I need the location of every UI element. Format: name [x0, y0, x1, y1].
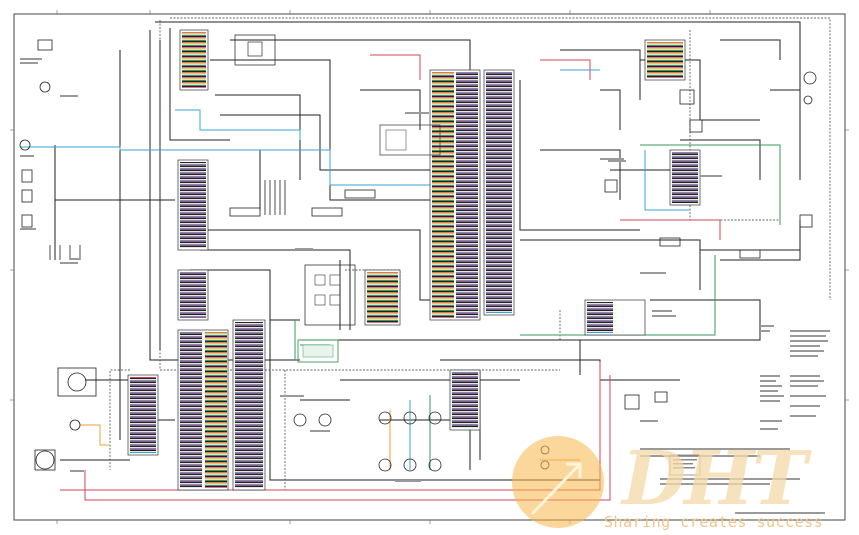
switch-left-b: [21, 189, 33, 203]
sensor-right-top: [803, 71, 817, 85]
connector-left-low: [177, 329, 229, 491]
connector-right-mid: [584, 299, 646, 336]
relay-right2: [689, 119, 703, 133]
battery: [34, 449, 56, 471]
connector-blocks: [127, 29, 701, 491]
connector-center-right: [483, 69, 515, 316]
connector-ecm-label: [379, 124, 441, 156]
connector-left-low2: [232, 319, 266, 491]
notes-box: [669, 454, 701, 476]
switch-mid-c: [311, 207, 343, 217]
connector-right-top: [644, 39, 686, 81]
switch-mid-e: [739, 249, 761, 259]
sensor-circle-left: [19, 139, 31, 151]
connector-lower-center: [449, 369, 481, 431]
alternator-box: [57, 367, 97, 397]
alternator: [67, 372, 87, 392]
connector-left-tall: [177, 159, 209, 251]
relay-right: [679, 89, 695, 105]
switch-mid-d: [659, 237, 681, 247]
notes-box-lines: [673, 459, 697, 469]
injector-sensors: [293, 411, 442, 472]
pump-right: [799, 214, 813, 228]
watermark-circle: [512, 436, 604, 528]
connector-bottom-left: [127, 374, 159, 456]
module-right-lower: [624, 394, 640, 410]
watermark-logo: DHT: [622, 436, 807, 522]
component-symbols: [19, 39, 817, 472]
wire-layer-black: [54, 21, 801, 481]
watermark-tagline: Sharing creates success: [604, 513, 824, 531]
connector-top-center: [234, 34, 276, 66]
module-right-lower2: [654, 391, 668, 403]
connector-left-mid: [177, 269, 209, 321]
lamp-circle-top-left: [39, 81, 51, 93]
fuses-bottom-left: [49, 245, 81, 260]
relay-right3: [604, 179, 618, 193]
switch-mid-b: [229, 207, 261, 217]
watermark-arrow-icon: [530, 462, 582, 516]
connector-center-main: [429, 69, 481, 321]
switch-left-c: [21, 214, 33, 228]
sheet-border: [13, 13, 846, 521]
connector-right-green: [669, 149, 701, 206]
connector-mid-block: [364, 269, 401, 326]
solenoid: [69, 419, 81, 431]
switch-left-a: [21, 169, 33, 183]
connector-top-left: [179, 29, 209, 91]
starter: [35, 450, 55, 470]
harness-comb: [264, 180, 286, 215]
switch-top-left: [37, 39, 53, 51]
switch-mid-a: [344, 189, 376, 199]
connector-green-module: [297, 339, 339, 363]
connector-relay-box: [304, 264, 356, 326]
horn-right: [803, 95, 813, 105]
